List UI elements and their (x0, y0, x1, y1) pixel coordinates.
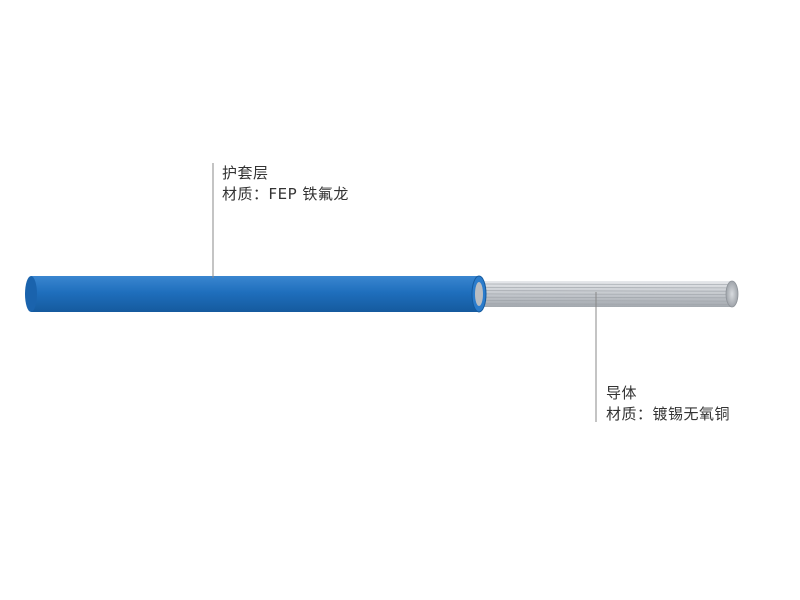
sheath-left-end (25, 276, 37, 312)
conductor-title: 导体 (606, 384, 638, 402)
sheath-callout: 护套层 材质：FEP 铁氟龙 (222, 163, 349, 205)
conductor-callout: 导体 材质：镀锡无氧铜 (606, 383, 730, 425)
sheath-inner-core (475, 282, 483, 306)
conductor-strand (481, 303, 729, 305)
conductor-strand (481, 290, 729, 292)
conductor-strand (481, 286, 729, 289)
conductor-material: 材质：镀锡无氧铜 (606, 405, 731, 423)
conductor-strand (481, 283, 729, 286)
conductor-end (725, 280, 739, 308)
conductor-wire (470, 280, 739, 308)
conductor-strand (481, 293, 729, 295)
sheath-jacket (25, 275, 487, 313)
conductor-strand (481, 300, 729, 302)
sheath-material: 材质：FEP 铁氟龙 (222, 185, 349, 203)
sheath-title: 护套层 (222, 164, 269, 182)
conductor-strand (481, 296, 729, 299)
